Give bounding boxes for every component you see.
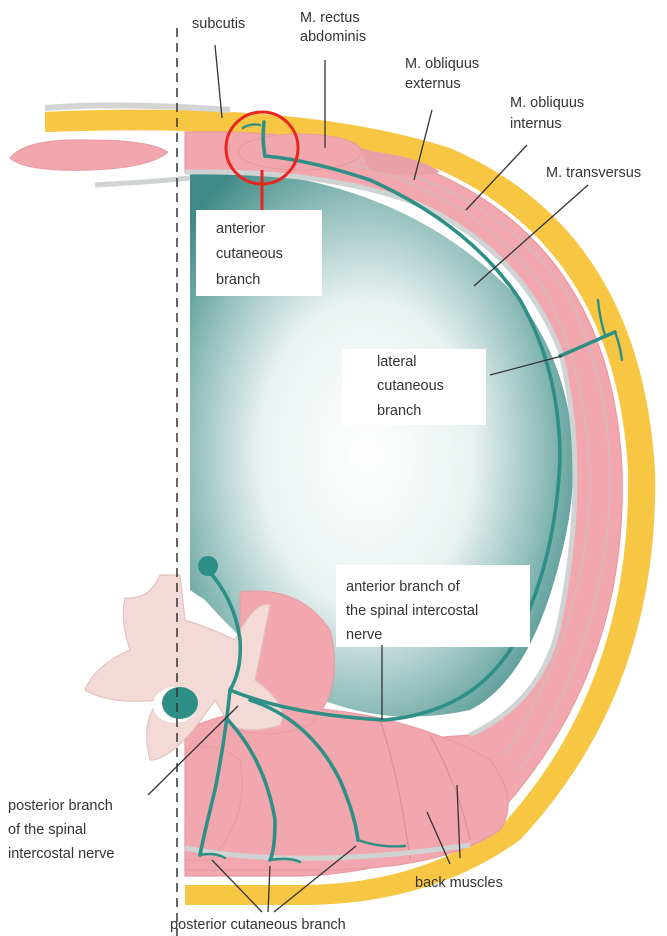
rectus-abdominis-muscle	[238, 134, 362, 170]
label-obl-ext-2: externus	[405, 76, 461, 92]
dorsal-root-ganglion	[198, 556, 218, 576]
label-post-branch-3: intercostal nerve	[8, 846, 114, 862]
label-post-branch-1: posterior branch	[8, 798, 113, 814]
label-ant-branch-3: nerve	[346, 627, 382, 643]
label-post-cut: posterior cutaneous branch	[170, 917, 346, 933]
label-ant-branch-1: anterior branch of	[346, 579, 461, 595]
anterior-cutaneous-nerve	[263, 122, 265, 156]
label-subcutis: subcutis	[192, 16, 245, 32]
label-ant-cut-3: branch	[216, 272, 260, 288]
spinal-ganglion	[162, 687, 198, 719]
fascia-left-top	[45, 105, 230, 110]
label-lat-cut-2: cutaneous	[377, 378, 444, 394]
label-ant-cut-2: cutaneous	[216, 246, 283, 262]
label-rectus-2: abdominis	[300, 29, 366, 45]
inner-fascia-top	[95, 178, 190, 185]
label-lat-cut-1: lateral	[377, 354, 417, 370]
label-post-branch-2: of the spinal	[8, 822, 86, 838]
label-ant-branch-2: the spinal intercostal	[346, 603, 478, 619]
label-lat-cut-3: branch	[377, 403, 421, 419]
label-rectus-1: M. rectus	[300, 10, 360, 26]
label-obl-int-1: M. obliquus	[510, 95, 584, 111]
fat-left-top	[45, 110, 185, 132]
label-back-muscles: back muscles	[415, 875, 503, 891]
label-obl-ext-1: M. obliquus	[405, 56, 479, 72]
label-ant-cut-1: anterior	[216, 221, 265, 237]
rectus-left-part	[10, 140, 168, 170]
label-transversus: M. transversus	[546, 165, 641, 181]
label-obl-int-2: internus	[510, 116, 562, 132]
